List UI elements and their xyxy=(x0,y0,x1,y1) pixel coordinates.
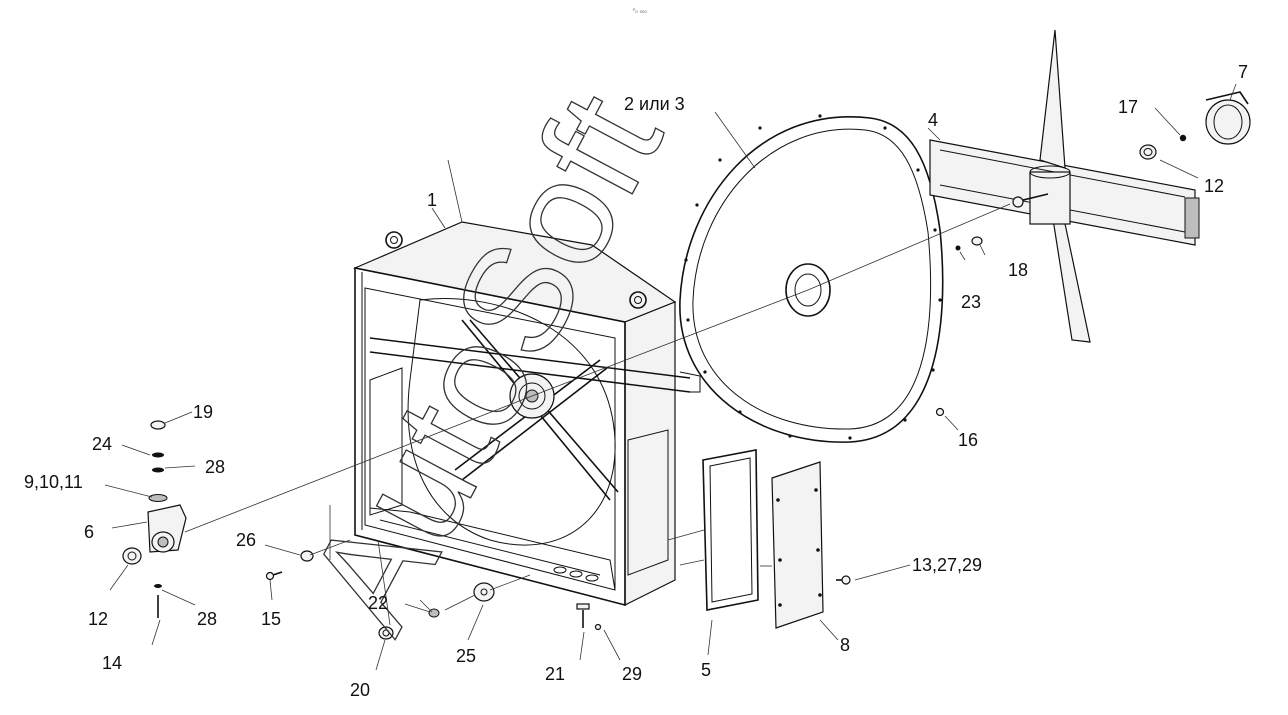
part-18-23-washers xyxy=(955,236,983,251)
part-6-support-bracket xyxy=(122,420,187,618)
callout-14: 14 xyxy=(102,653,122,673)
lower-fasteners xyxy=(265,550,602,640)
callout-29: 29 xyxy=(622,664,642,684)
header-mark: ᴾ₀ ₀₀₀ xyxy=(633,8,647,15)
callout-28-lower: 28 xyxy=(197,609,217,629)
callout-24: 24 xyxy=(92,434,112,454)
part-5-gasket xyxy=(702,449,759,611)
part-12-17-bushing-nut xyxy=(1139,134,1187,160)
part-2-3-cover-disc xyxy=(679,114,944,443)
callout-labels: 1 2 или 3 4 5 6 7 8 9,10,11 12 12 13,27,… xyxy=(24,62,1248,700)
callout-9-10-11: 9,10,11 xyxy=(24,472,83,492)
part-8-inspection-cover xyxy=(771,461,824,629)
callout-7: 7 xyxy=(1238,62,1248,82)
callout-25: 25 xyxy=(456,646,476,666)
leader-lines xyxy=(104,83,1237,671)
callout-12-upper: 12 xyxy=(1204,176,1224,196)
part-13-27-29-screw xyxy=(836,575,851,585)
callout-8: 8 xyxy=(840,635,850,655)
callout-5: 5 xyxy=(701,660,711,680)
callout-4: 4 xyxy=(928,110,938,130)
callout-6: 6 xyxy=(84,522,94,542)
callout-12-lower: 12 xyxy=(88,609,108,629)
callout-15: 15 xyxy=(261,609,281,629)
callout-13-27-29: 13,27,29 xyxy=(912,555,982,575)
callout-28-upper: 28 xyxy=(205,457,225,477)
callout-22: 22 xyxy=(368,593,388,613)
callout-26: 26 xyxy=(236,530,256,550)
callout-1: 1 xyxy=(427,190,437,210)
part-16-screw xyxy=(935,407,945,417)
callout-17: 17 xyxy=(1118,97,1138,117)
callout-23: 23 xyxy=(961,292,981,312)
part-4-fan-blade-assembly xyxy=(929,29,1200,343)
callout-21: 21 xyxy=(545,664,565,684)
callout-16: 16 xyxy=(958,430,978,450)
callout-18: 18 xyxy=(1008,260,1028,280)
part-7-clamp-ring xyxy=(1205,91,1251,145)
callout-19: 19 xyxy=(193,402,213,422)
callout-20: 20 xyxy=(350,680,370,700)
part-1-fan-housing xyxy=(352,221,701,607)
callout-2: 2 или 3 xyxy=(624,94,685,114)
